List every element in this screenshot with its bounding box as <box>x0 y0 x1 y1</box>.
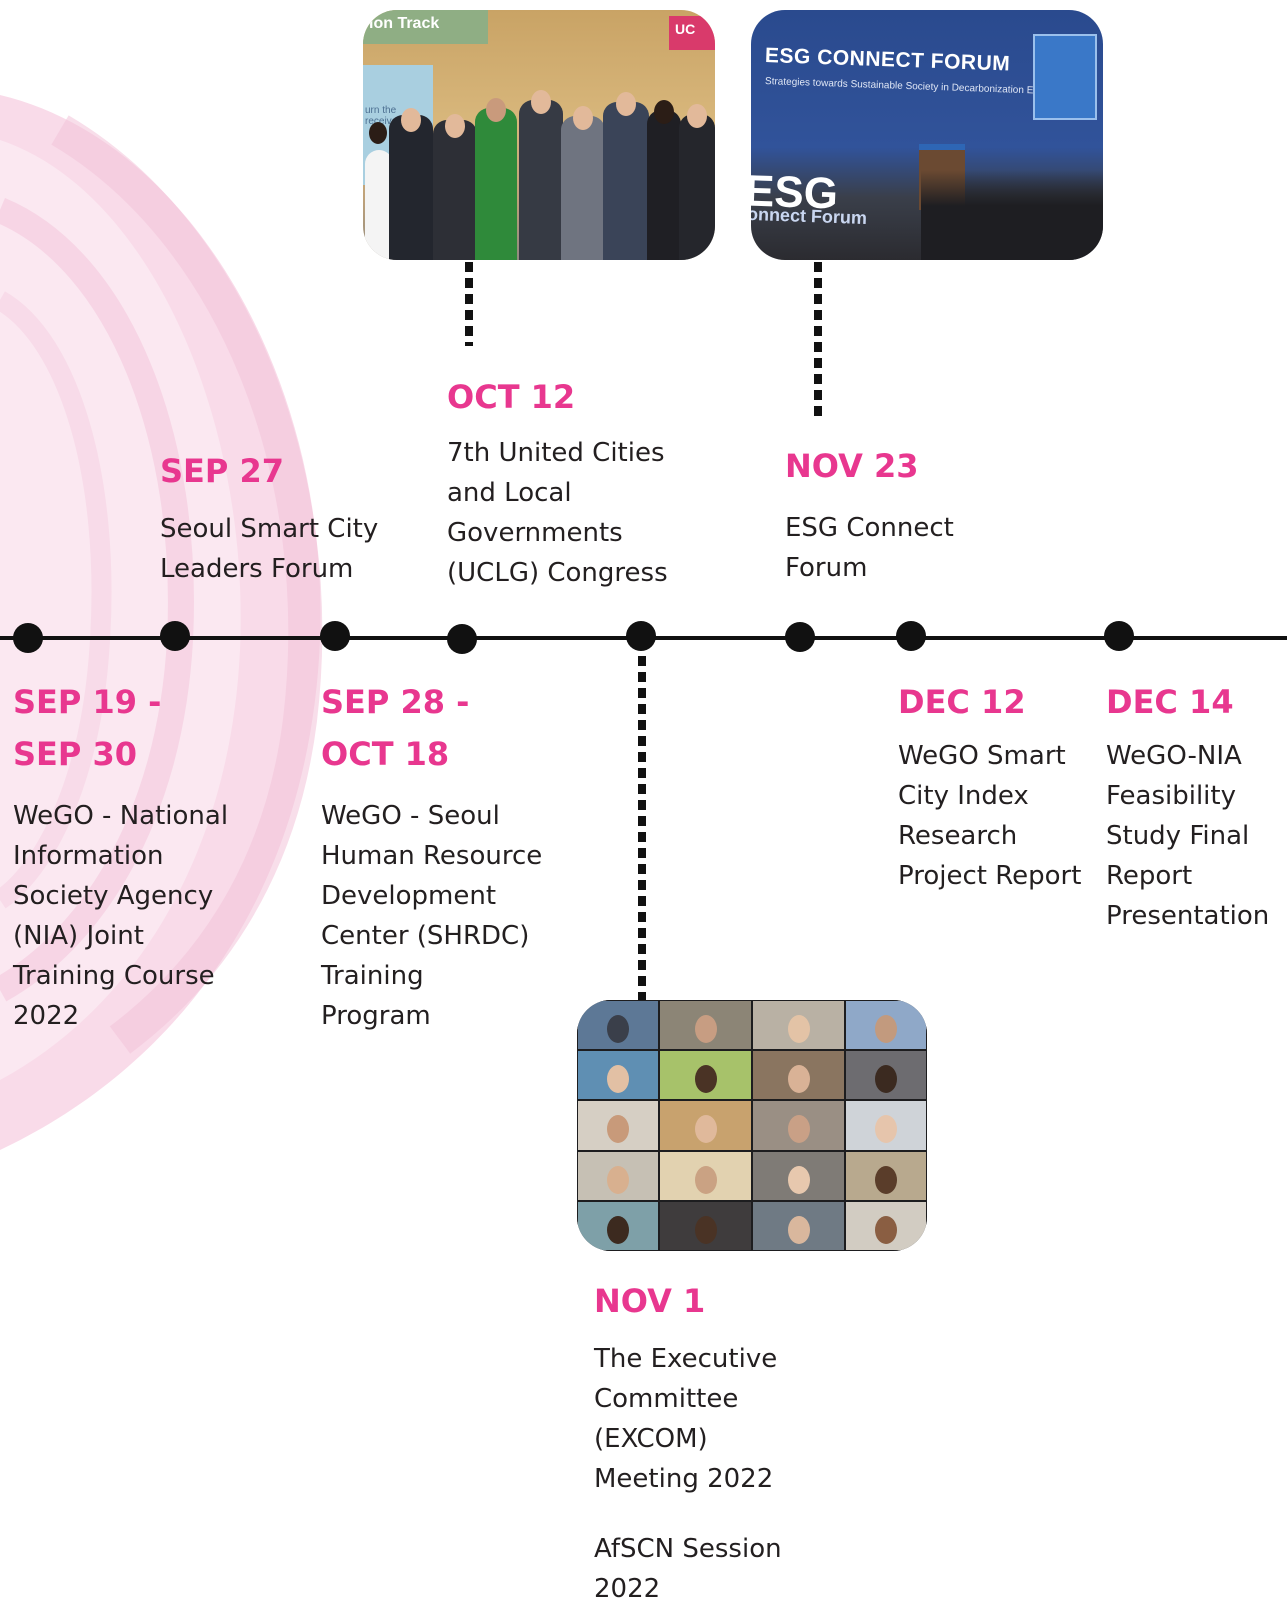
event-nov1: NOV 1 The Executive Committee (EXCOM) Me… <box>594 1275 782 1598</box>
event-date: DEC 12 <box>898 683 1026 721</box>
photo-esg-title: ESG CONNECT FORUM <box>764 44 1011 76</box>
event-description-line: Training <box>321 961 424 991</box>
event-date: NOV 1 <box>594 1282 706 1320</box>
event-description-line: (UCLG) Congress <box>447 558 668 588</box>
event-description-line: WeGO Smart <box>898 741 1066 771</box>
photo-screen-text: urn the receiver <box>365 105 401 127</box>
event-date: SEP 28 - OCT 18 <box>321 676 542 780</box>
event-description: The Executive Committee (EXCOM) Meeting … <box>594 1339 782 1499</box>
event-description-line: Presentation <box>1106 901 1270 931</box>
event-sep27: SEP 27 Seoul Smart City Leaders Forum <box>160 445 378 589</box>
event-sep28: SEP 28 - OCT 18 WeGO - Seoul Human Resou… <box>321 676 542 1036</box>
event-description: WeGO - National Information Society Agen… <box>13 796 228 1036</box>
event-description-line: Forum <box>785 553 868 583</box>
event-description: ESG Connect Forum <box>785 508 954 588</box>
event-description-line: Program <box>321 1001 431 1031</box>
event-description-line: 2022 <box>594 1574 661 1598</box>
event-description: WeGO - Seoul Human Resource Development … <box>321 796 542 1036</box>
timeline-dot-sep19 <box>13 623 43 653</box>
event-description-line: Training Course <box>13 961 215 991</box>
event-dec14: DEC 14 WeGO-NIA Feasibility Study Final … <box>1106 676 1269 936</box>
timeline-dot-oct12 <box>447 624 477 654</box>
photo-uclg-congress: ion Track UC urn the receiver <box>363 10 715 260</box>
event-sep19: SEP 19 - SEP 30 WeGO - National Informat… <box>13 676 228 1036</box>
event-description-line: Information <box>13 841 164 871</box>
event-description-line: Leaders Forum <box>160 554 354 584</box>
photo-banner-text: ion Track <box>369 15 440 32</box>
event-description-line: ESG Connect <box>785 513 954 543</box>
photo-esg-big-text-2: onnect Forum <box>751 203 868 229</box>
event-description-line: Human Resource <box>321 841 543 871</box>
connector-oct12 <box>465 262 473 346</box>
event-nov23: NOV 23 ESG Connect Forum <box>785 440 954 588</box>
event-description-line: Research <box>898 821 1018 851</box>
event-description: Seoul Smart City Leaders Forum <box>160 509 378 589</box>
event-date-line: SEP 19 - <box>13 683 162 721</box>
photo-banner-right-text: UC <box>675 21 696 37</box>
event-description-line: Seoul Smart City <box>160 514 379 544</box>
event-description-line: Study Final <box>1106 821 1250 851</box>
event-description-line: The Executive <box>594 1344 778 1374</box>
timeline-dot-nov1 <box>626 621 656 651</box>
event-description: WeGO-NIA Feasibility Study Final Report … <box>1106 736 1269 936</box>
photo-excom-video-call <box>577 1000 927 1251</box>
event-description-line: Committee <box>594 1384 739 1414</box>
event-description-line: Center (SHRDC) <box>321 921 530 951</box>
timeline-dot-dec12 <box>896 621 926 651</box>
video-call-grid <box>577 1000 927 1251</box>
event-description-line: WeGO - Seoul <box>321 801 500 831</box>
event-dec12: DEC 12 WeGO Smart City Index Research Pr… <box>898 676 1081 896</box>
event-description-line: and Local <box>447 478 572 508</box>
event-date: SEP 19 - SEP 30 <box>13 676 228 780</box>
event-date-line: OCT 18 <box>321 735 450 773</box>
timeline-dot-sep27 <box>160 621 190 651</box>
photo-banner-right: UC <box>669 16 715 50</box>
event-oct12: OCT 12 7th United Cities and Local Gover… <box>447 371 668 593</box>
event-description-line: Meeting 2022 <box>594 1464 774 1494</box>
event-description-line: City Index <box>898 781 1029 811</box>
event-date: OCT 12 <box>447 378 576 416</box>
event-description-line: 2022 <box>13 1001 80 1031</box>
event-description-line: WeGO-NIA <box>1106 741 1242 771</box>
event-description-line: Report <box>1106 861 1193 891</box>
timeline-dot-nov23 <box>785 622 815 652</box>
photo-esg-connect-forum: ESG CONNECT FORUM Strategies towards Sus… <box>751 10 1103 260</box>
event-date: SEP 27 <box>160 452 285 490</box>
photo-banner: ion Track <box>363 10 488 44</box>
photo-audience <box>921 170 1103 260</box>
event-description-line: Development <box>321 881 497 911</box>
event-date: NOV 23 <box>785 447 919 485</box>
event-description-line: (NIA) Joint <box>13 921 144 951</box>
event-description: 7th United Cities and Local Governments … <box>447 433 668 593</box>
event-description-secondary: AfSCN Session 2022 <box>594 1529 782 1598</box>
event-date-line: SEP 30 <box>13 735 138 773</box>
event-description-line: WeGO - National <box>13 801 229 831</box>
photo-projector-screen <box>1033 34 1097 120</box>
event-description-line: AfSCN Session <box>594 1534 782 1564</box>
timeline-dot-sep28 <box>320 621 350 651</box>
event-description: WeGO Smart City Index Research Project R… <box>898 736 1081 896</box>
connector-nov23 <box>814 262 822 416</box>
event-description-line: Governments <box>447 518 623 548</box>
event-date-line: SEP 28 - <box>321 683 470 721</box>
event-description-line: Feasibility <box>1106 781 1236 811</box>
event-description-line: Society Agency <box>13 881 214 911</box>
event-description-line: Project Report <box>898 861 1082 891</box>
event-description-line: (EXCOM) <box>594 1424 708 1454</box>
photo-esg-subtitle: Strategies towards Sustainable Society i… <box>764 76 1043 97</box>
event-description-line: 7th United Cities <box>447 438 665 468</box>
event-date: DEC 14 <box>1106 683 1234 721</box>
timeline-dot-dec14 <box>1104 621 1134 651</box>
connector-nov1 <box>638 656 646 1000</box>
